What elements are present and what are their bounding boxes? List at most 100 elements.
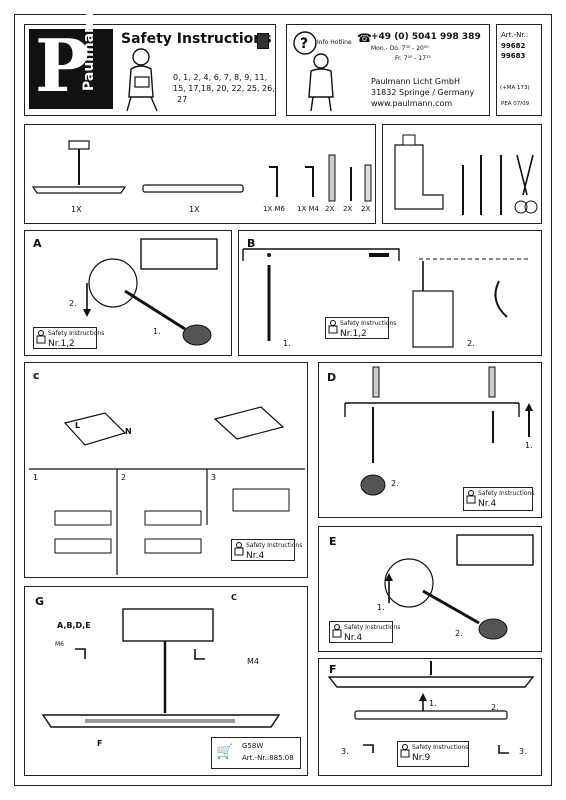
- book-icon: [257, 33, 269, 49]
- safety-ref-a-number: Nr.1,2: [48, 339, 75, 349]
- qty-m6: 1X M6: [263, 205, 285, 213]
- numbers-line1: 0, 1, 2, 4, 6, 7, 8, 9, 11,: [173, 73, 268, 82]
- step-f-illustration: [327, 661, 535, 754]
- safety-figure-icon: [400, 744, 410, 758]
- tools-illustration: [394, 134, 538, 215]
- step-a-label: A: [33, 237, 42, 250]
- cart-icon: 🛒: [216, 744, 234, 760]
- parts-box: 1X 1X 1X M6 1X M4 2X 2X 2X: [24, 124, 376, 224]
- step-g-c: C: [231, 593, 237, 602]
- svg-text:?: ?: [300, 36, 308, 52]
- bulb-type: G58W: [242, 742, 264, 750]
- bulb-info: 🛒 G58W Art.-Nr.:885.08: [211, 737, 301, 769]
- step-d-1: 1.: [525, 441, 533, 450]
- step-g-box: G A,B,D,E C M6 M4 F 🛒 G58W Art.-Nr.:885.…: [24, 586, 308, 776]
- company-name: Paulmann Licht GmbH: [371, 77, 460, 86]
- step-g-f: F: [97, 739, 103, 748]
- step-e-box: E 1. 2. Safety Instructions Nr.4: [318, 526, 542, 652]
- step-d-2: 2.: [391, 479, 399, 488]
- step-b-2: 2.: [467, 339, 475, 348]
- step-g-letters: A,B,D,E: [57, 621, 91, 630]
- article-number-2: 99683: [501, 52, 526, 60]
- step-c-sub2: 2: [121, 473, 127, 482]
- bulb-art: Art.-Nr.:885.08: [242, 754, 294, 762]
- header-contact-box: ? Info Hotline ☎ +49 (0) 5041 998 389 Mo…: [286, 24, 490, 116]
- hours-weekday: Mon.- Do. 7⁰⁰ - 20⁰⁰: [371, 45, 429, 52]
- step-e-label: E: [329, 535, 337, 548]
- qty-plug: 2X: [361, 205, 371, 213]
- step-c-box: c L N 1 2 3 Safety Instructions Nr.4: [24, 362, 308, 578]
- safety-ref-f: Safety Instructions Nr.9: [397, 741, 469, 767]
- safety-ref-e-number: Nr.4: [344, 633, 363, 643]
- step-c-sub1: 1: [33, 473, 39, 482]
- phone-number: +49 (0) 5041 998 389: [371, 32, 481, 42]
- step-e-1: 1.: [377, 603, 385, 612]
- safety-title: Safety Instructions: [121, 31, 272, 47]
- parts-illustration: [31, 140, 372, 202]
- safety-ref-b-number: Nr.1,2: [340, 329, 367, 339]
- header-left-box: P Paulmann Safety Instructions 0, 1, 2, …: [24, 13, 276, 116]
- safety-ref-d-number: Nr.4: [478, 499, 497, 509]
- hours-friday: Fr. 7⁰⁰ - 17¹⁵: [395, 55, 431, 62]
- page-frame: [14, 14, 552, 786]
- qty-m4: 1X M4: [297, 205, 319, 213]
- step-a-1: 1.: [153, 327, 161, 336]
- safety-ref-c: Safety Instructions Nr.4: [231, 539, 302, 561]
- step-b-illustration: [242, 248, 529, 348]
- company-website: www.paulmann.com: [371, 99, 453, 108]
- paulmann-logo: P Paulmann: [29, 13, 113, 109]
- step-c-label: c: [33, 369, 40, 382]
- step-c-n: N: [125, 427, 132, 436]
- numbers-line3: 27: [177, 95, 188, 104]
- safety-figure-icon: [328, 320, 338, 334]
- article-number-1: 99682: [501, 42, 526, 50]
- step-b-1: 1.: [283, 339, 291, 348]
- hotline-label: Info Hotline: [317, 39, 352, 46]
- step-c-l: L: [75, 421, 81, 430]
- step-f-2: 2.: [491, 703, 499, 712]
- ma-number: (+MA 173): [500, 85, 530, 91]
- tools-box: [382, 124, 542, 224]
- question-figure-icon: ?: [293, 31, 334, 112]
- step-a-illustration: [83, 238, 218, 346]
- step-a-2: 2.: [69, 299, 77, 308]
- qty-screw: 2X: [343, 205, 353, 213]
- step-c-sub3: 3: [211, 473, 217, 482]
- step-g-illustration: [41, 608, 281, 728]
- step-f-1: 1.: [429, 699, 437, 708]
- safety-ref-d: Safety Instructions Nr.4: [463, 487, 534, 511]
- step-b-label: B: [247, 237, 256, 250]
- safety-ref-e: Safety Instructions Nr.4: [329, 621, 400, 643]
- qty-mount: 1X: [71, 205, 82, 214]
- article-label: Art.-Nr.:: [501, 31, 529, 39]
- logo-letter: P: [35, 23, 90, 108]
- reading-figure-icon: [126, 48, 158, 112]
- step-d-illustration: [344, 366, 533, 496]
- step-d-box: D 1. 2. Safety Instructions Nr.4: [318, 362, 542, 518]
- safety-ref-f-number: Nr.9: [412, 753, 431, 763]
- step-d-label: D: [327, 371, 337, 384]
- safety-ref-b: Safety Instructions Nr.1,2: [325, 317, 396, 339]
- step-e-illustration: [384, 534, 534, 640]
- step-e-2: 2.: [455, 629, 463, 638]
- step-c-illustration: [29, 406, 305, 575]
- safety-figure-icon: [466, 490, 476, 504]
- logo-text: Paulmann: [81, 12, 97, 91]
- step-f-3-right: 3.: [519, 747, 527, 756]
- numbers-line2: 15, 17,18, 20, 22, 25, 26,: [173, 84, 275, 93]
- qty-tube: 1X: [189, 205, 200, 214]
- phone-icon: ☎: [357, 31, 372, 45]
- safety-ref-a: Safety Instructions Nr.1,2: [33, 327, 104, 349]
- step-g-m4: M4: [247, 657, 259, 666]
- step-b-box: B 1. 2. Safety Instructions Nr.1,2: [238, 230, 542, 356]
- safety-figure-icon: [36, 330, 46, 344]
- pea-code: PEA 07/09: [501, 101, 530, 107]
- safety-ref-c-number: Nr.4: [246, 551, 265, 561]
- company-address: 31832 Springe / Germany: [371, 88, 475, 97]
- header-article-box: Art.-Nr.: 99682 99683 (+MA 173) PEA 07/0…: [496, 24, 542, 116]
- qty-dowel: 2X: [325, 205, 335, 213]
- step-f-box: F 1. 2. 3. 3. Safety Instructions Nr.9: [318, 658, 542, 776]
- step-f-3-left: 3.: [341, 747, 349, 756]
- safety-figure-icon: [234, 542, 244, 556]
- safety-figure-icon: [332, 624, 342, 638]
